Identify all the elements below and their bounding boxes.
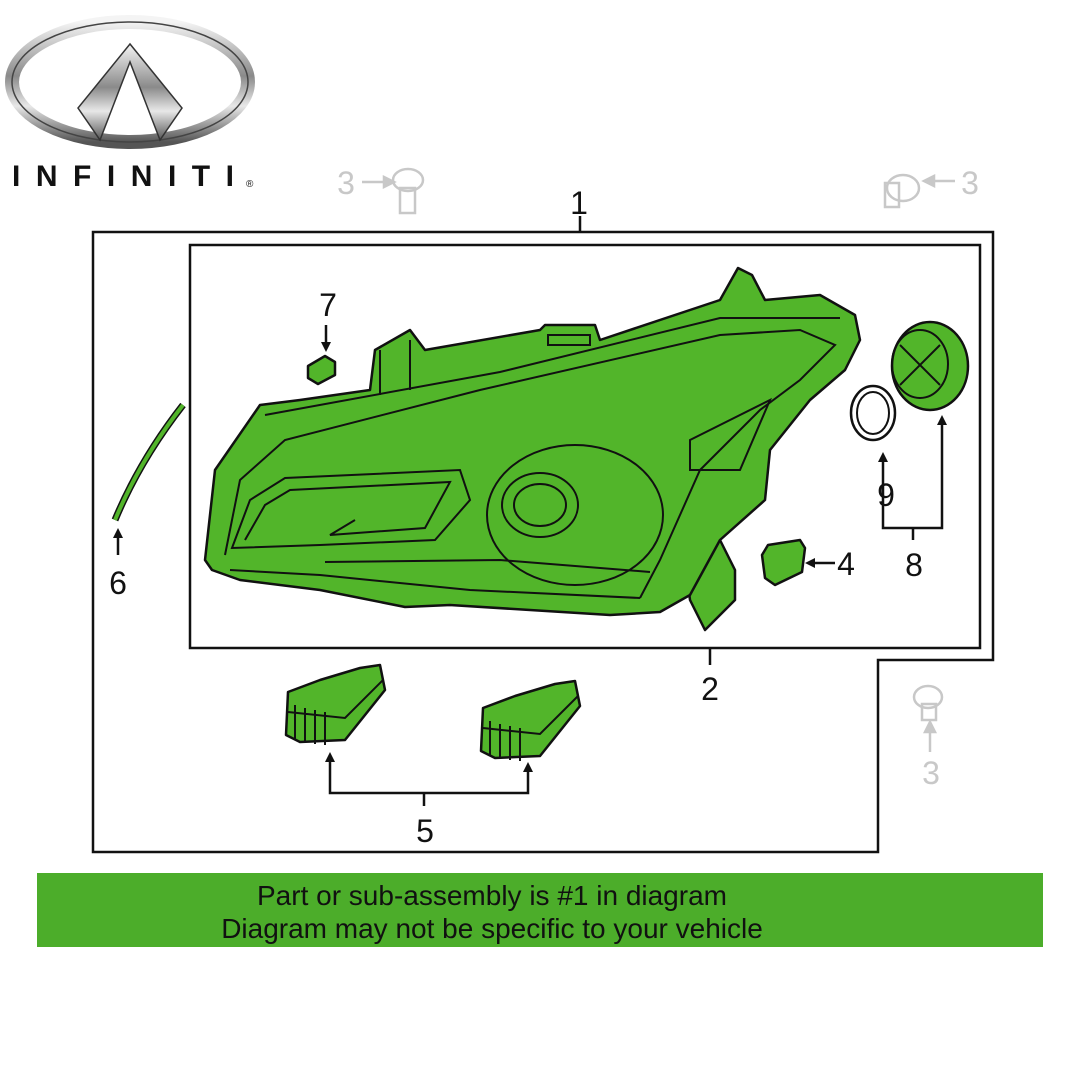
callout-1: 1 xyxy=(570,185,588,221)
part-5-connector[interactable] xyxy=(284,663,387,745)
callout-9: 9 xyxy=(877,477,895,513)
infiniti-logo: INFINITI ® xyxy=(5,15,255,193)
banner-line-1: Part or sub-assembly is #1 in diagram xyxy=(257,880,727,911)
bolt-icon xyxy=(362,167,425,215)
bolt-icon xyxy=(883,173,955,209)
bolt-icon xyxy=(912,684,944,752)
brand-wordmark: INFINITI xyxy=(12,160,234,193)
registered-mark: ® xyxy=(246,179,254,190)
info-banner: Part or sub-assembly is #1 in diagram Di… xyxy=(37,873,1043,947)
part-9-gasket[interactable] xyxy=(849,384,897,442)
callout-3: 3 xyxy=(337,165,355,201)
callout-3: 3 xyxy=(961,165,979,201)
callout-6: 6 xyxy=(109,565,127,601)
part-7-cap[interactable] xyxy=(306,325,337,386)
assembly-outline-box xyxy=(91,230,995,854)
callout-3: 3 xyxy=(922,755,940,791)
part-8-bulb-cap[interactable] xyxy=(890,320,970,412)
sub-assembly-box xyxy=(188,243,982,650)
part-5-connector[interactable] xyxy=(479,679,582,761)
callout-8: 8 xyxy=(905,547,923,583)
callout-2: 2 xyxy=(701,671,719,707)
callout-5: 5 xyxy=(416,813,434,849)
headlamp-assembly[interactable] xyxy=(203,266,862,632)
banner-line-2: Diagram may not be specific to your vehi… xyxy=(221,913,763,944)
part-6-seal-strip[interactable] xyxy=(111,402,186,555)
callout-7: 7 xyxy=(319,287,337,323)
callout-4: 4 xyxy=(837,546,855,582)
part-4-clip[interactable] xyxy=(760,538,835,587)
